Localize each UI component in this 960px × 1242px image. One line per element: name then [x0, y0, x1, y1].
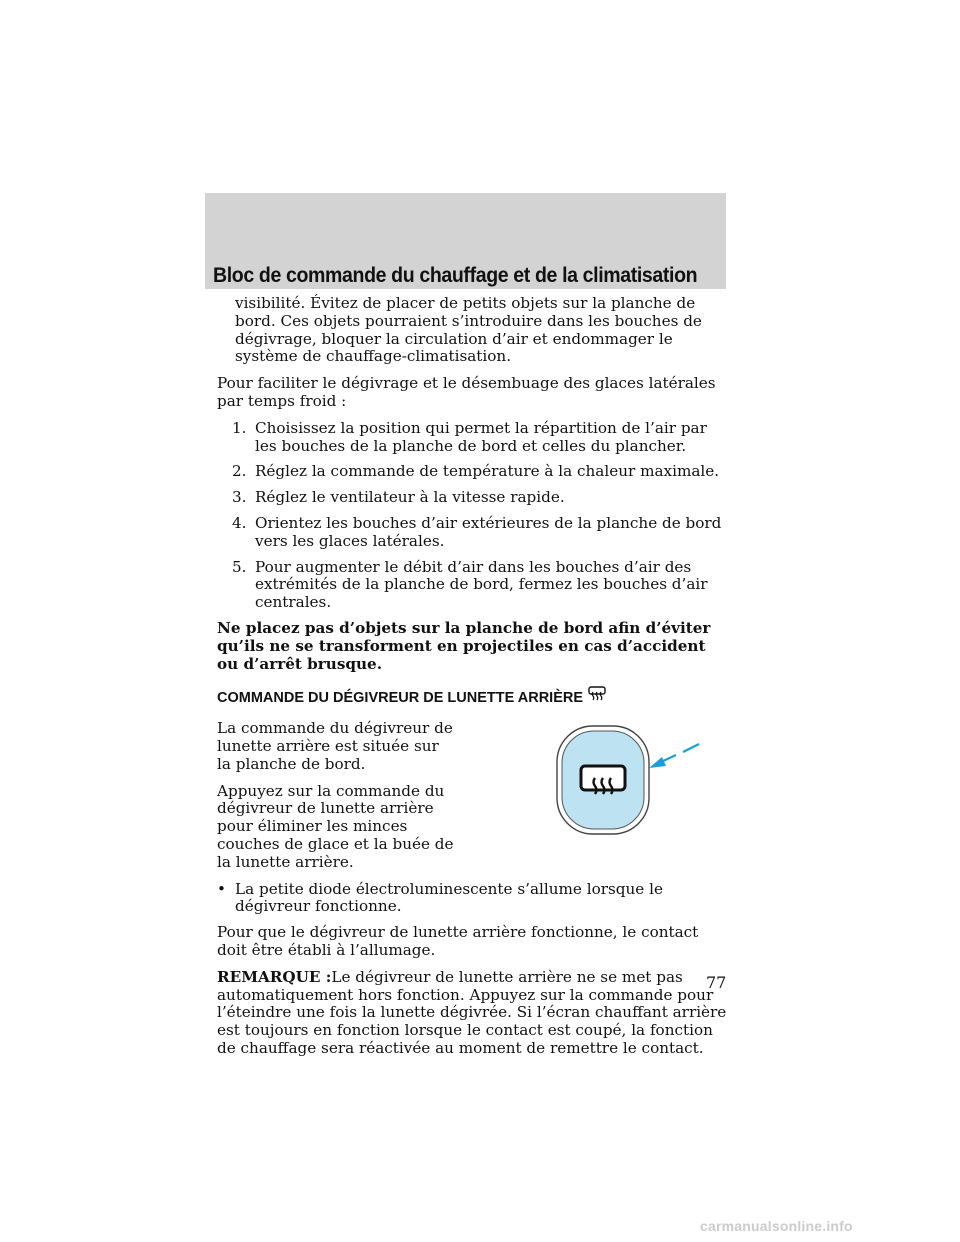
- defroster-button-illustration: [556, 725, 700, 835]
- remark-paragraph: REMARQUE :Le dégivreur de lunette arrièr…: [217, 967, 727, 1058]
- bullet-dot: •: [217, 879, 226, 898]
- step-text: Pour augmenter le débit d’air dans les b…: [255, 557, 708, 612]
- rear-defrost-icon: [588, 686, 606, 701]
- defroster-heading: COMMANDE DU DÉGIVREUR DE LUNETTE ARRIÈRE: [217, 686, 727, 708]
- steps-list: 1. Choisissez la position qui permet la …: [217, 418, 727, 612]
- section-title: Bloc de commande du chauffage et de la c…: [213, 264, 698, 287]
- step-text: Orientez les bouches d’air extérieures d…: [255, 513, 722, 550]
- header-band: [205, 193, 726, 289]
- warning-text: Ne placez pas d’objets sur la planche de…: [217, 618, 711, 673]
- intro-paragraph: visibilité. Évitez de placer de petits o…: [235, 294, 702, 366]
- page-content: visibilité. Évitez de placer de petits o…: [217, 294, 727, 1067]
- remark-label: REMARQUE :: [217, 967, 332, 986]
- step-text: Réglez la commande de température à la c…: [255, 462, 720, 481]
- defroster-heading-text: COMMANDE DU DÉGIVREUR DE LUNETTE ARRIÈRE: [217, 690, 584, 707]
- bullet-led-text: La petite diode électroluminescente s’al…: [235, 879, 663, 916]
- defroster-illustration: [457, 720, 727, 880]
- list-item: 3. Réglez le ventilateur à la vitesse ra…: [217, 488, 727, 507]
- page-number: 77: [706, 973, 727, 992]
- bullet-led: • La petite diode électroluminescente s’…: [217, 879, 727, 917]
- ignition-note: Pour que le dégivreur de lunette arrière…: [217, 923, 699, 959]
- list-item: 4. Orientez les bouches d’air extérieure…: [217, 513, 727, 551]
- step-text: Réglez le ventilateur à la vitesse rapid…: [255, 488, 565, 507]
- list-item: 5. Pour augmenter le débit d’air dans le…: [217, 557, 727, 612]
- side-windows-intro: Pour faciliter le dégivrage et le désemb…: [217, 374, 716, 410]
- step-text: Choisissez la position qui permet la rép…: [255, 418, 707, 455]
- step-number: 5.: [232, 557, 247, 576]
- list-item: 1. Choisissez la position qui permet la …: [217, 418, 727, 456]
- step-number: 4.: [232, 513, 247, 532]
- step-number: 1.: [232, 418, 247, 437]
- step-number: 2.: [232, 462, 247, 481]
- watermark: carmanualsonline.info: [700, 1218, 853, 1234]
- remark-text: Le dégivreur de lunette arrière ne se me…: [217, 967, 727, 1057]
- defroster-press: Appuyez sur la commande du dégivreur de …: [217, 781, 454, 871]
- defroster-section: La commande du dégivreur de lunette arri…: [217, 719, 727, 880]
- defroster-text-column: La commande du dégivreur de lunette arri…: [217, 719, 457, 880]
- defroster-location: La commande du dégivreur de lunette arri…: [217, 719, 453, 773]
- list-item: 2. Réglez la commande de température à l…: [217, 463, 727, 481]
- step-number: 3.: [232, 488, 247, 507]
